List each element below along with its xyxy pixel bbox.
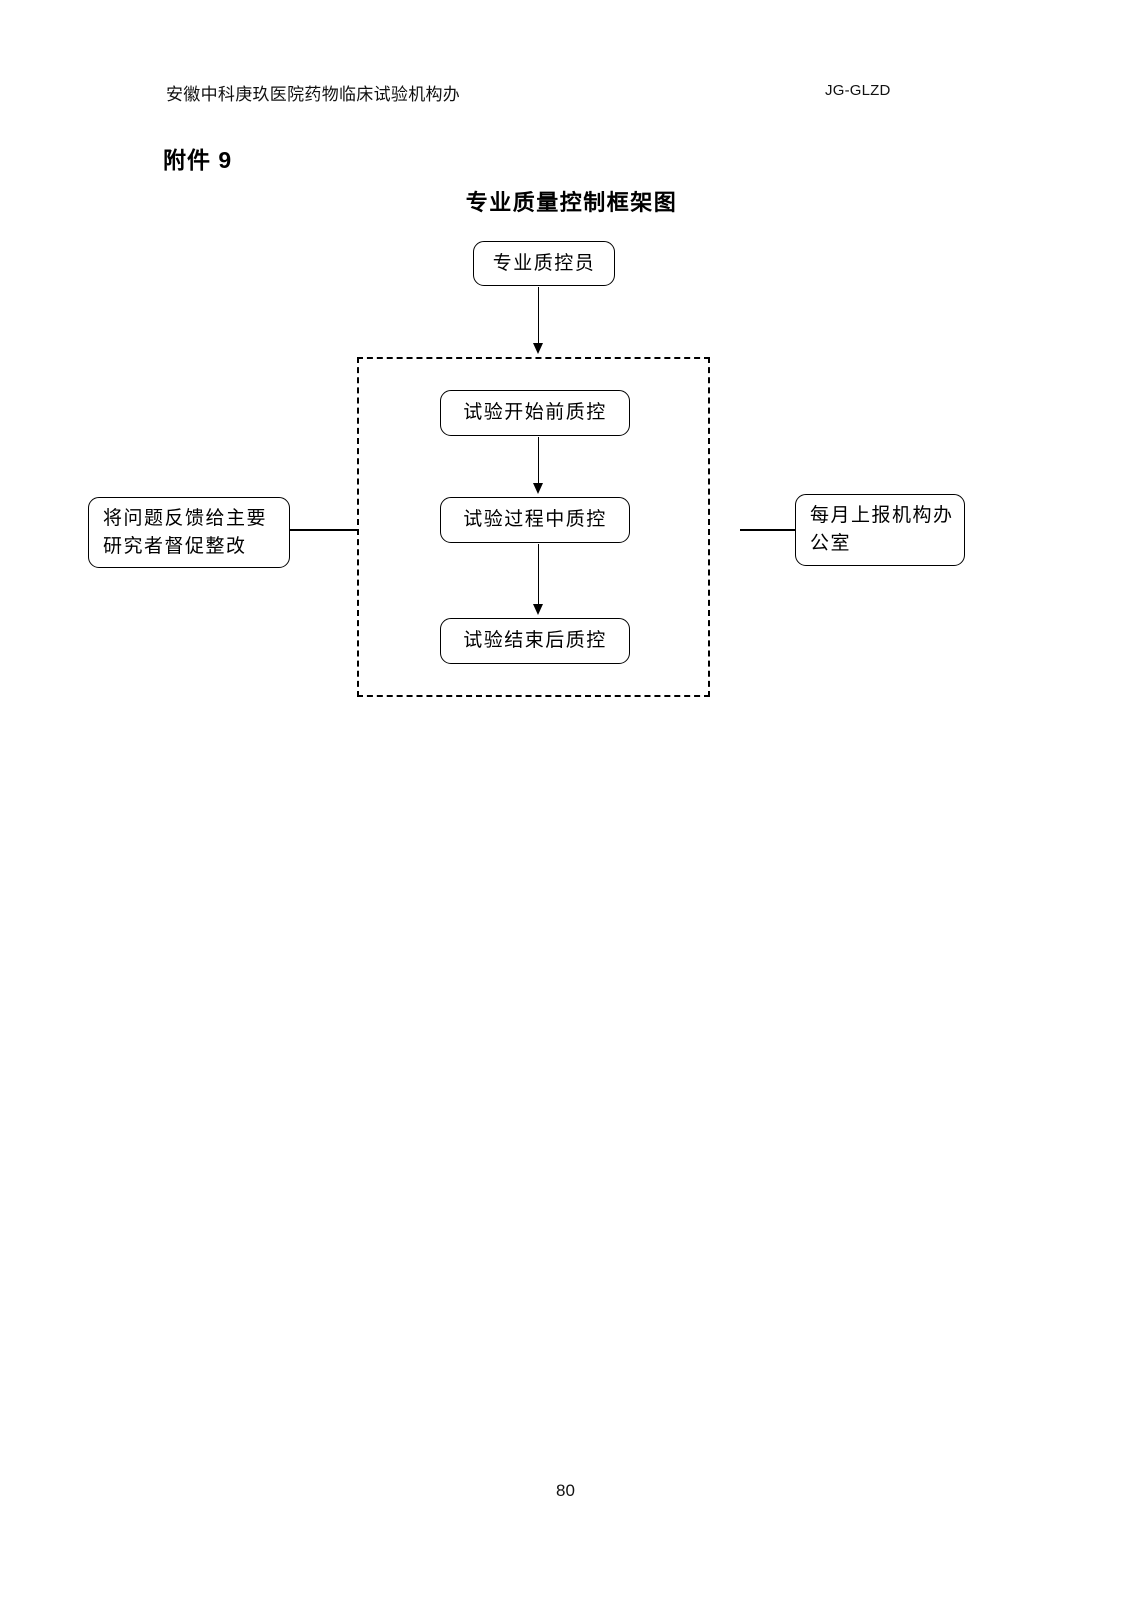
node-post-trial-qc: 试验结束后质控 (440, 618, 630, 664)
diagram-title: 专业质量控制框架图 (0, 185, 1131, 217)
header-left-text: 安徽中科庚玖医院药物临床试验机构办 (166, 85, 461, 104)
node-qc-officer-label: 专业质控员 (492, 252, 596, 274)
appendix-label: 附件 9 (163, 147, 233, 173)
node-monthly-report-line-2: 公室 (810, 533, 852, 554)
arrow-head-icon (533, 343, 543, 354)
node-pre-trial-qc-label: 试验开始前质控 (463, 402, 607, 424)
header-right-code: JG-GLZD (825, 82, 891, 99)
arrow-shaft (538, 544, 539, 606)
page-number: 80 (556, 1481, 575, 1500)
node-monthly-report-line-1: 每月上报机构办 (810, 505, 954, 527)
arrow-shaft (538, 287, 539, 345)
arrow-head-icon (533, 483, 543, 494)
arrow-head-icon (533, 604, 543, 615)
node-post-trial-qc-label: 试验结束后质控 (463, 630, 607, 652)
node-feedback-lines: 将问题反馈给主要 研究者督促整改 (103, 505, 267, 560)
node-mid-trial-qc: 试验过程中质控 (440, 497, 630, 543)
node-feedback-line-1: 将问题反馈给主要 (103, 507, 268, 529)
node-feedback-to-investigator: 将问题反馈给主要 研究者督促整改 (88, 497, 290, 568)
diagram-title-text: 专业质量控制框架图 (465, 190, 678, 215)
arrow-shaft (538, 437, 539, 485)
node-mid-trial-qc-label: 试验过程中质控 (463, 509, 607, 531)
node-feedback-line-2: 研究者督促整改 (103, 535, 247, 557)
node-qc-officer: 专业质控员 (473, 241, 615, 286)
node-monthly-report: 每月上报机构办 公室 (795, 494, 965, 566)
node-monthly-report-lines: 每月上报机构办 公室 (810, 502, 954, 557)
node-pre-trial-qc: 试验开始前质控 (440, 390, 630, 436)
connector-feedback-to-group (290, 529, 358, 531)
dashed-group-container (357, 357, 710, 697)
connector-group-to-report (740, 529, 796, 531)
